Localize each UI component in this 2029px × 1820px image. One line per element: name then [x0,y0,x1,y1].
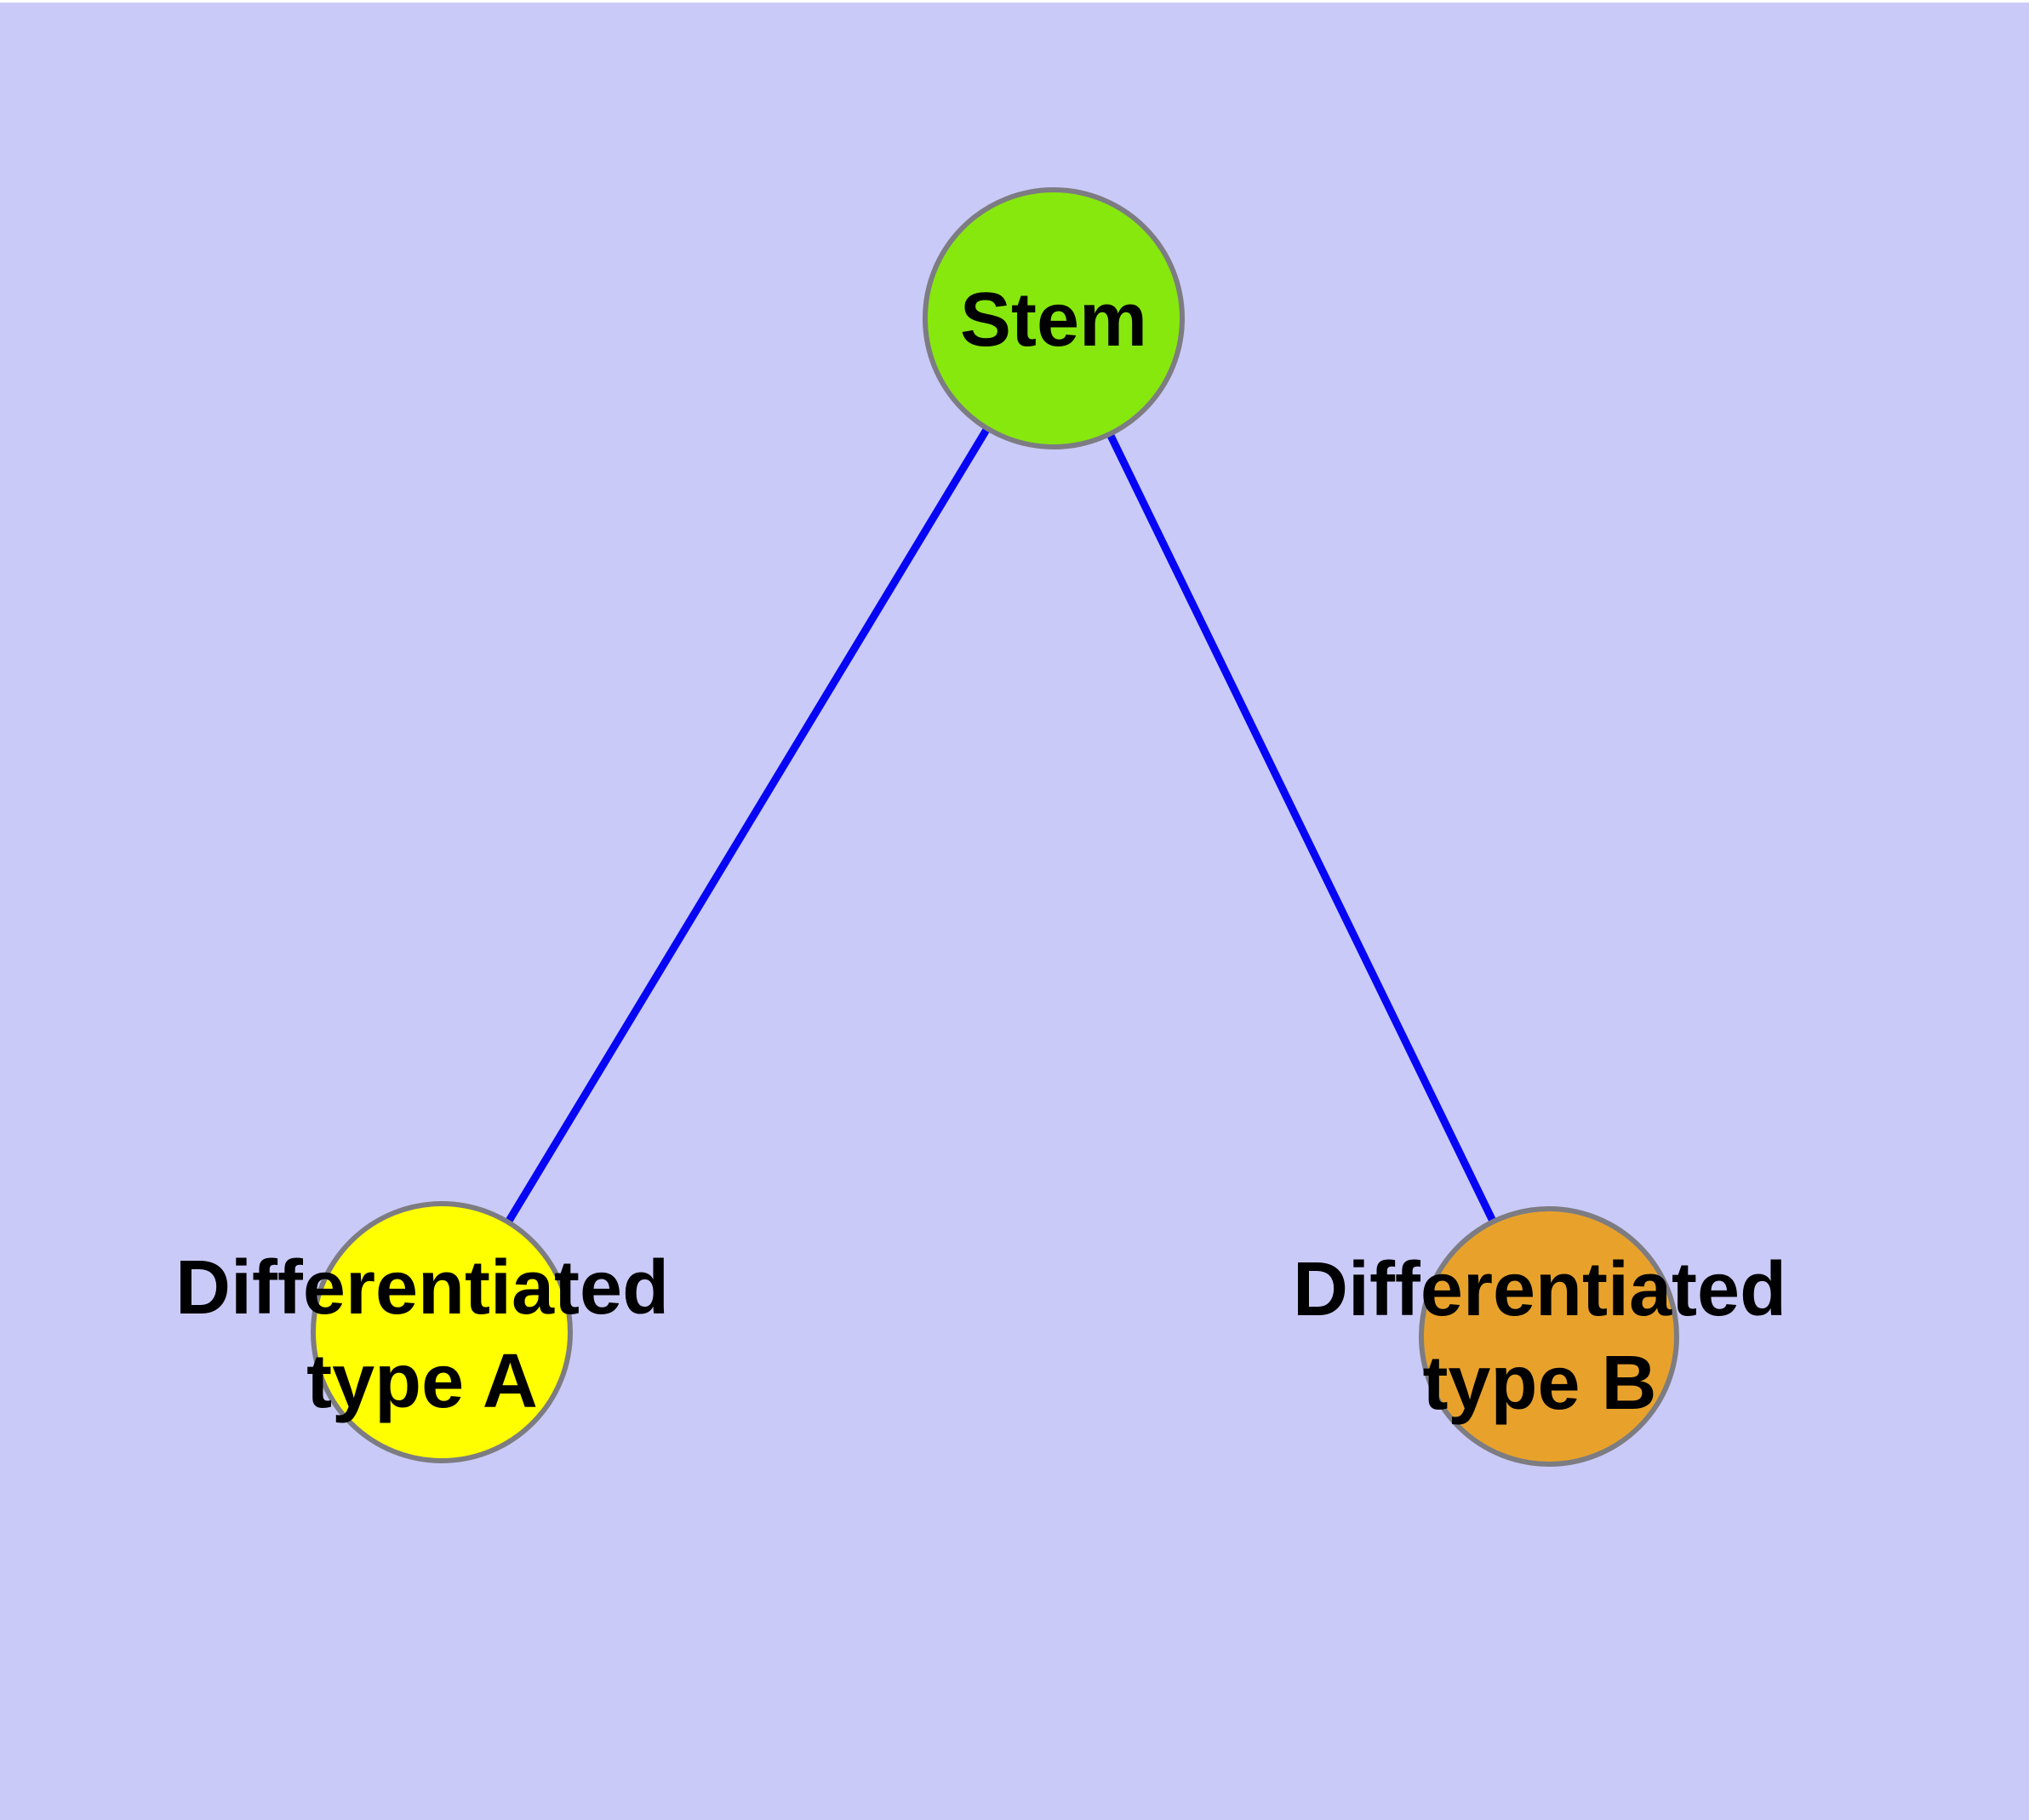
differentiated-type-a-label-line2: type A [306,1339,538,1424]
differentiated-type-a-label-line1: Differentiated [174,1245,670,1331]
edge-stem-to-differentiated-type-b [1049,317,1553,1338]
stem-label-line: Stem [959,278,1148,363]
node-label-stem: Stem [960,273,1147,367]
top-border-strip [0,0,2029,3]
differentiated-type-b-label-line2: type B [1422,1341,1657,1426]
edge-stem-to-differentiated-type-a [438,316,1057,1335]
node-label-differentiated-type-b: Differentiated type B [1293,1243,1786,1430]
node-label-differentiated-type-a: Differentiated type A [175,1241,669,1428]
node-circle-differentiated-type-b [1419,1206,1679,1467]
differentiated-type-b-label-line1: Differentiated [1292,1247,1787,1332]
node-circle-differentiated-type-a [311,1201,573,1463]
node-circle-stem [923,187,1185,449]
